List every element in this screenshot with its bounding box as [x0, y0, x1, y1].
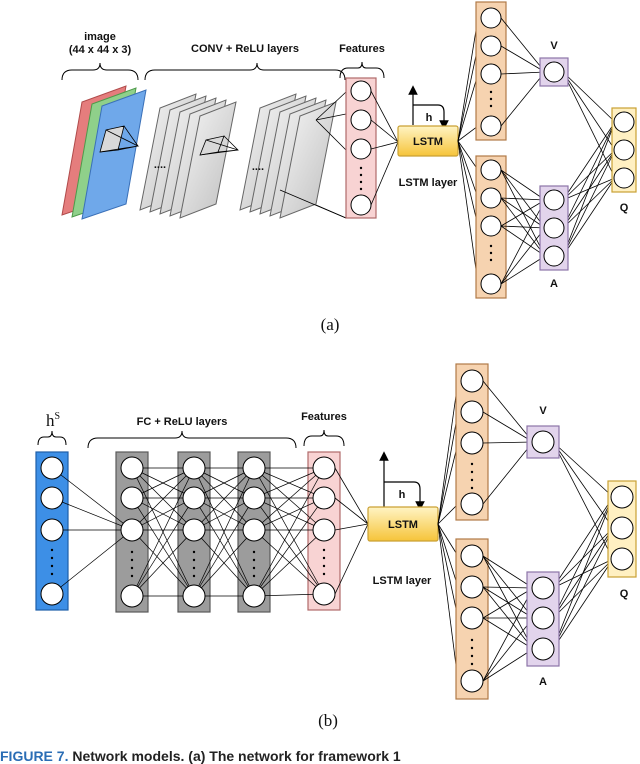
fc2-to-fc3-lines: [193, 467, 255, 597]
panel-a-label: (a): [321, 315, 340, 334]
lstm-layer-label-b: LSTM layer: [373, 575, 432, 587]
features-label-b: Features: [301, 411, 347, 423]
hidden-to-a-lines-a: [500, 169, 546, 285]
brace-features-b: [303, 429, 345, 447]
advantage-hidden-nodes-a: [480, 159, 502, 295]
q-nodes-a: [613, 111, 635, 189]
panel-a: image (44 x 44 x 3) CONV + ReLU layers F…: [61, 1, 637, 334]
conv-kernel-lines-1: [199, 135, 239, 156]
brace-conv: [144, 62, 346, 81]
a-nodes-b: [531, 576, 555, 661]
conv-sheets-2: [239, 93, 337, 219]
conv-layers-label: CONV + ReLU layers: [191, 43, 299, 55]
heads-to-q-lines-a: [562, 71, 616, 257]
q-nodes-b: [610, 485, 634, 571]
q-label-a: Q: [620, 202, 629, 214]
feature-dots-a: [359, 166, 363, 191]
lstm-recurrent-loop-b: [384, 481, 425, 511]
conv-sheets-1: [139, 93, 237, 219]
features-label-a: Features: [339, 43, 385, 55]
hidden-to-a-lines-b: [482, 555, 534, 682]
lstm-to-heads-lines-a: [457, 17, 479, 285]
value-hidden-nodes-b: [460, 369, 484, 516]
fc3-nodes: [242, 456, 266, 608]
advantage-hidden-dots-b: [470, 638, 474, 666]
q-label-b: Q: [620, 588, 629, 600]
lstm-layer-label-a: LSTM layer: [399, 177, 458, 189]
value-hidden-dots-a: [489, 90, 493, 108]
fc3-to-features-lines: [253, 467, 325, 597]
brace-image: [61, 62, 139, 81]
fc1-dots: [130, 550, 134, 578]
a-label-a: A: [550, 278, 558, 290]
fc2-dots: [192, 550, 196, 578]
brace-features-a: [339, 61, 385, 79]
v-label-b: V: [539, 405, 547, 417]
feature-node-a: [350, 80, 372, 102]
hidden-to-v-lines-a: [500, 17, 546, 127]
v-label-a: V: [550, 40, 558, 52]
hidden-to-v-lines-b: [482, 380, 534, 505]
features-nodes-b: [312, 456, 336, 606]
feature-node-a: [350, 138, 372, 160]
brace-hs: [37, 430, 67, 446]
image-label: image: [84, 31, 116, 43]
caption-text: Network models. (a) The network for fram…: [72, 748, 401, 764]
features-to-lstm-lines-a: [370, 90, 399, 206]
fc2-nodes: [182, 456, 206, 608]
hs-to-fc1-lines: [51, 467, 133, 595]
feature-node-a: [350, 109, 372, 131]
fc-layers-label: FC + ReLU layers: [137, 416, 228, 428]
lstm-label-a: LSTM: [413, 136, 443, 148]
value-hidden-nodes-a: [480, 7, 502, 137]
conv-to-features-lines: [279, 91, 347, 219]
hs-label: hS: [46, 411, 60, 430]
a-label-b: A: [539, 676, 547, 688]
hs-dots: [50, 548, 54, 576]
features-to-lstm-lines-b: [334, 467, 369, 595]
fc1-nodes: [120, 456, 144, 608]
figure-caption: FIGURE 7. Network models. (a) The networ…: [0, 748, 640, 764]
lstm-label-b: LSTM: [388, 519, 418, 531]
v-node-a: [543, 61, 565, 83]
advantage-hidden-nodes-b: [460, 544, 484, 693]
hs-nodes: [40, 456, 64, 606]
lstm-to-heads-lines-b: [437, 380, 459, 682]
lstm-recurrent-loop-a: [413, 104, 449, 130]
feature-node-a: [350, 194, 372, 216]
image-to-conv-lines: [99, 125, 140, 153]
conv-ellipsis-1: ....: [154, 159, 166, 171]
brace-fc: [87, 430, 297, 449]
v-node-b: [531, 430, 555, 454]
features-dots-b: [322, 548, 326, 576]
panel-b-label: (b): [318, 711, 338, 730]
lstm-h-label-a: h: [426, 112, 433, 124]
a-nodes-a: [543, 189, 565, 267]
image-dims-label: (44 x 44 x 3): [69, 44, 132, 56]
advantage-hidden-dots-a: [489, 244, 493, 262]
fc3-dots: [252, 550, 256, 578]
lstm-h-label-b: h: [399, 489, 406, 501]
panel-b: hS FC + ReLU layers Features: [35, 363, 637, 730]
heads-to-q-lines-b: [552, 441, 614, 650]
hs-superscript: S: [55, 411, 61, 422]
hs-base: h: [46, 411, 55, 430]
image-channel-blue: [81, 89, 147, 220]
value-hidden-dots-b: [470, 462, 474, 490]
caption-figure-number: FIGURE 7.: [0, 748, 69, 764]
conv-ellipsis-2: ....: [252, 161, 264, 173]
